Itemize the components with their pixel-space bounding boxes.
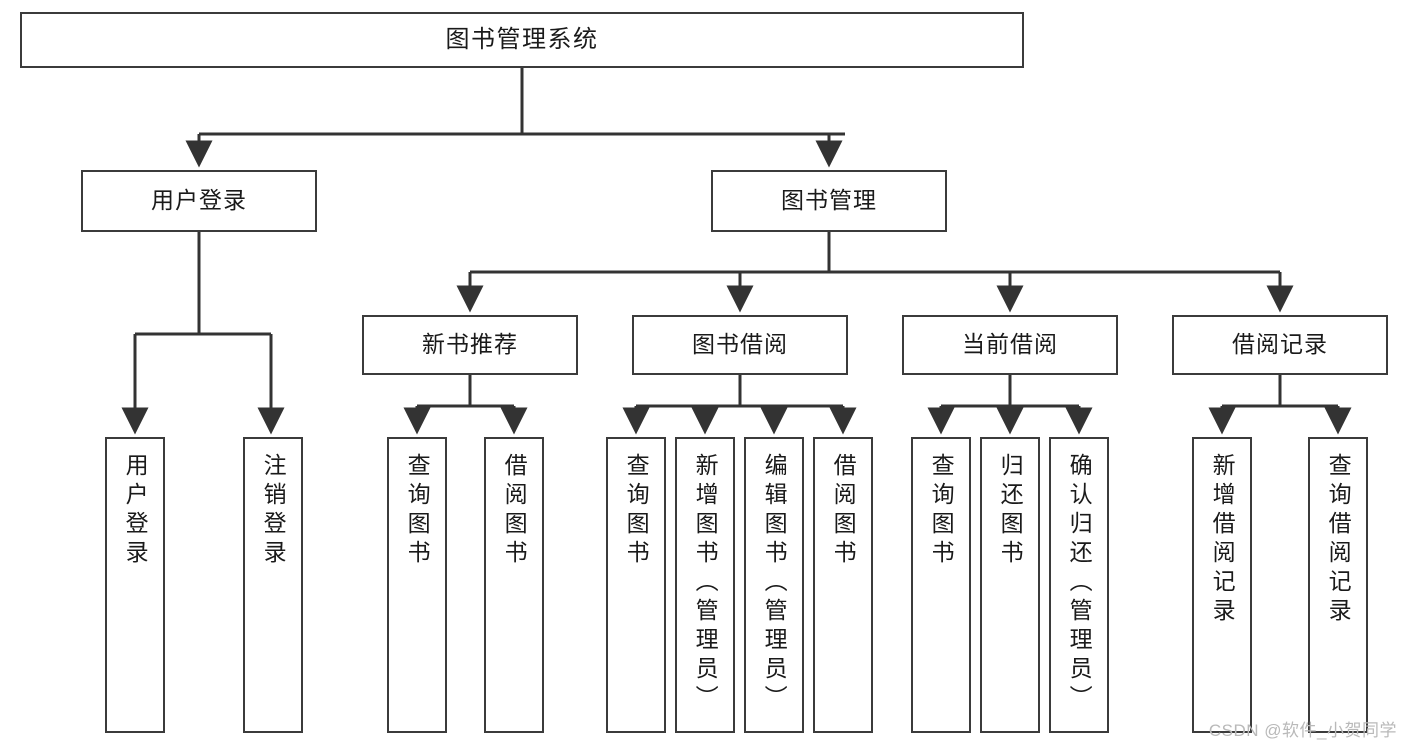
node-label: 当前借阅 (962, 331, 1058, 358)
node-label: 借阅记录 (1232, 331, 1328, 358)
leaf-logout[interactable]: 注销登录 (243, 437, 303, 733)
leaf-edit-book[interactable]: 编辑图书（管理员） (744, 437, 804, 733)
node-book-borrow[interactable]: 图书借阅 (632, 315, 848, 375)
node-book-manage[interactable]: 图书管理 (711, 170, 947, 232)
node-label: 查询图书 (623, 453, 650, 569)
leaf-query-book-3[interactable]: 查询图书 (911, 437, 971, 733)
node-new-book-recommend[interactable]: 新书推荐 (362, 315, 578, 375)
node-label: 图书借阅 (692, 331, 788, 358)
node-current-borrow[interactable]: 当前借阅 (902, 315, 1118, 375)
node-label: 注销登录 (260, 453, 287, 569)
node-label: 确认归还（管理员） (1066, 453, 1093, 714)
node-label: 新增借阅记录 (1209, 453, 1236, 627)
node-label: 借阅图书 (501, 453, 528, 569)
node-label: 编辑图书（管理员） (761, 453, 788, 714)
leaf-borrow-book-1[interactable]: 借阅图书 (484, 437, 544, 733)
leaf-query-book-1[interactable]: 查询图书 (387, 437, 447, 733)
node-label: 图书管理系统 (445, 25, 599, 53)
leaf-return-book[interactable]: 归还图书 (980, 437, 1040, 733)
node-label: 新书推荐 (422, 331, 518, 358)
node-label: 归还图书 (997, 453, 1024, 569)
node-label: 用户登录 (122, 453, 149, 569)
node-label: 查询图书 (928, 453, 955, 569)
leaf-confirm-return[interactable]: 确认归还（管理员） (1049, 437, 1109, 733)
node-borrow-record[interactable]: 借阅记录 (1172, 315, 1388, 375)
node-user-login[interactable]: 用户登录 (81, 170, 317, 232)
node-root-system[interactable]: 图书管理系统 (20, 12, 1024, 68)
node-label: 查询借阅记录 (1325, 453, 1352, 627)
node-label: 借阅图书 (830, 453, 857, 569)
leaf-query-book-2[interactable]: 查询图书 (606, 437, 666, 733)
node-label: 新增图书（管理员） (692, 453, 719, 714)
leaf-add-record[interactable]: 新增借阅记录 (1192, 437, 1252, 733)
leaf-query-record[interactable]: 查询借阅记录 (1308, 437, 1368, 733)
node-label: 图书管理 (781, 187, 877, 214)
node-label: 用户登录 (151, 187, 247, 214)
leaf-add-book[interactable]: 新增图书（管理员） (675, 437, 735, 733)
leaf-user-login[interactable]: 用户登录 (105, 437, 165, 733)
node-label: 查询图书 (404, 453, 431, 569)
leaf-borrow-book-2[interactable]: 借阅图书 (813, 437, 873, 733)
